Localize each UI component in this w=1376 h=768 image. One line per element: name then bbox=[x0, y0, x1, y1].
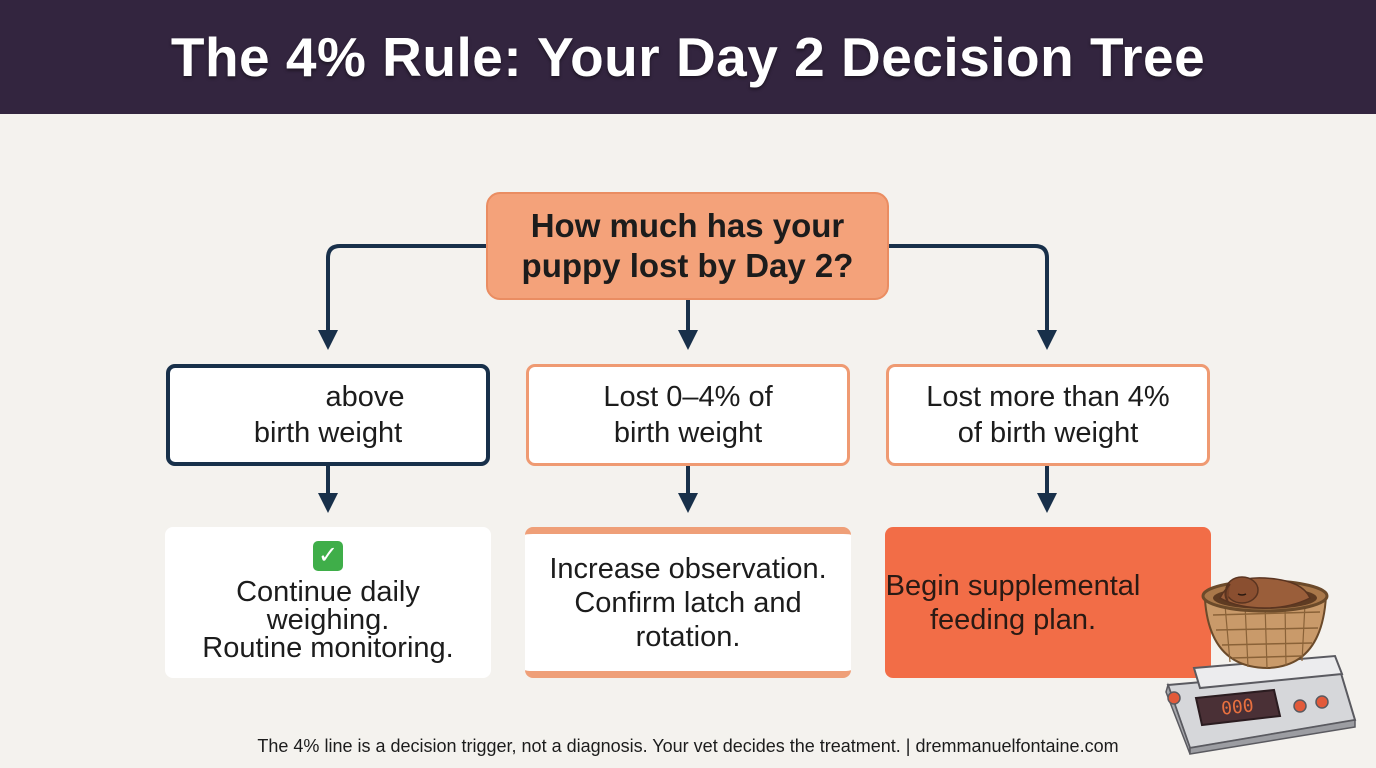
connector-right bbox=[889, 244, 1057, 350]
page-title: The 4% Rule: Your Day 2 Decision Tree bbox=[170, 26, 1206, 88]
branch-lost-more-than-4-percent: Lost more than 4% of birth weight bbox=[886, 364, 1210, 466]
scale-display-readout: 000 bbox=[1220, 695, 1255, 719]
title-banner: The 4% Rule: Your Day 2 Decision Tree bbox=[0, 0, 1376, 114]
outcome-line-1: Increase observation. bbox=[549, 552, 827, 585]
branch-line-2: of birth weight bbox=[957, 417, 1139, 449]
branch-lost-0-4-percent: Lost 0–4% of birth weight bbox=[526, 364, 850, 466]
outcome-line-2: weighing. bbox=[266, 603, 390, 636]
check-mark-icon: ✓ bbox=[313, 540, 343, 571]
outcome-line-3: rotation. bbox=[635, 620, 741, 653]
question-line-2: puppy lost by Day 2? bbox=[521, 247, 854, 284]
outcome-continue-monitoring: ✓ Continue daily weighing. Routine monit… bbox=[165, 527, 491, 678]
outcome-line-2: feeding plan. bbox=[929, 603, 1097, 636]
branch-line-2: birth weight bbox=[253, 417, 403, 449]
outcome-line-1: Continue daily bbox=[236, 575, 420, 608]
question-line-1: How much has your bbox=[530, 207, 845, 244]
outcome-line-3: Routine monitoring. bbox=[202, 631, 454, 664]
branch-above-birth-weight: above birth weight bbox=[166, 364, 490, 466]
puppy-in-basket-on-scale-icon: 000 bbox=[1165, 576, 1357, 755]
branch-line-2: birth weight bbox=[613, 417, 763, 449]
question-box: How much has your puppy lost by Day 2? bbox=[486, 192, 889, 300]
branch-line-1: Lost more than 4% bbox=[926, 381, 1170, 413]
outcome-increase-observation: Increase observation. Confirm latch and … bbox=[525, 527, 851, 678]
branch-line-1: Lost 0–4% of bbox=[603, 381, 773, 413]
footer-note: The 4% line is a decision trigger, not a… bbox=[257, 736, 1119, 756]
outcome-supplemental-feeding: Begin supplemental feeding plan. bbox=[885, 527, 1211, 678]
outcome-line-1: Begin supplemental bbox=[885, 569, 1141, 602]
outcome-line-2: Confirm latch and bbox=[574, 586, 802, 619]
connector-left bbox=[318, 244, 486, 350]
branch-line-1: above bbox=[325, 381, 405, 413]
